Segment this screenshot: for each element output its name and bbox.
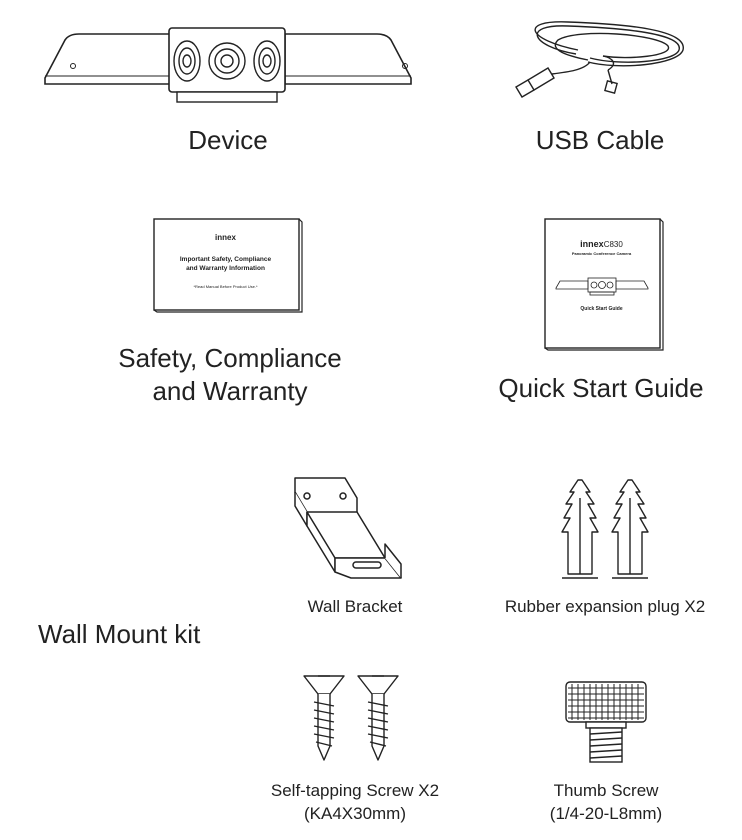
quick-start-label: Quick Start Guide <box>498 373 704 403</box>
self-tapping-screw-label-line2: (KA4X30mm) <box>303 804 407 823</box>
safety-booklet-title-line1: Important Safety, Compliance <box>179 256 272 263</box>
quick-start-booklet-header: innexC830 <box>544 238 659 250</box>
quick-start-booklet-brand: innex <box>580 239 604 249</box>
expansion-plugs-illustration <box>561 479 649 579</box>
quick-start-booklet-title: Quick Start Guide <box>580 306 623 312</box>
self-tapping-screws-illustration <box>303 675 399 761</box>
quick-start-booklet: innexC830 Panoramic Conference Camera Qu… <box>544 218 664 351</box>
safety-label-line2: and Warranty <box>152 376 308 406</box>
thumb-screw-label-line1: Thumb Screw <box>553 781 659 800</box>
usb-cable-label: USB Cable <box>535 125 665 155</box>
quick-start-booklet-model: C830 <box>603 240 623 249</box>
expansion-plug-label: Rubber expansion plug X2 <box>504 597 706 616</box>
device-illustration <box>44 27 412 103</box>
quick-start-booklet-subtitle: Panoramic Conference Camera <box>571 251 632 256</box>
device-label: Device <box>188 125 268 155</box>
safety-booklet-title-line2: and Warranty Information <box>186 265 265 272</box>
safety-label-line1: Safety, Compliance <box>118 343 342 373</box>
safety-booklet-brand: innex <box>215 233 236 242</box>
wall-bracket-label: Wall Bracket <box>307 597 403 616</box>
thumb-screw-illustration <box>565 681 647 763</box>
thumb-screw-label-line2: (1/4-20-L8mm) <box>549 804 663 823</box>
wall-bracket-illustration <box>294 477 402 579</box>
wall-mount-kit-label: Wall Mount kit <box>38 619 201 649</box>
safety-booklet-note: *Read Manual Before Product Use.* <box>193 284 258 289</box>
safety-booklet: innex Important Safety, Compliance and W… <box>153 218 303 313</box>
usb-cable-illustration <box>515 21 684 98</box>
self-tapping-screw-label-line1: Self-tapping Screw X2 <box>270 781 440 800</box>
